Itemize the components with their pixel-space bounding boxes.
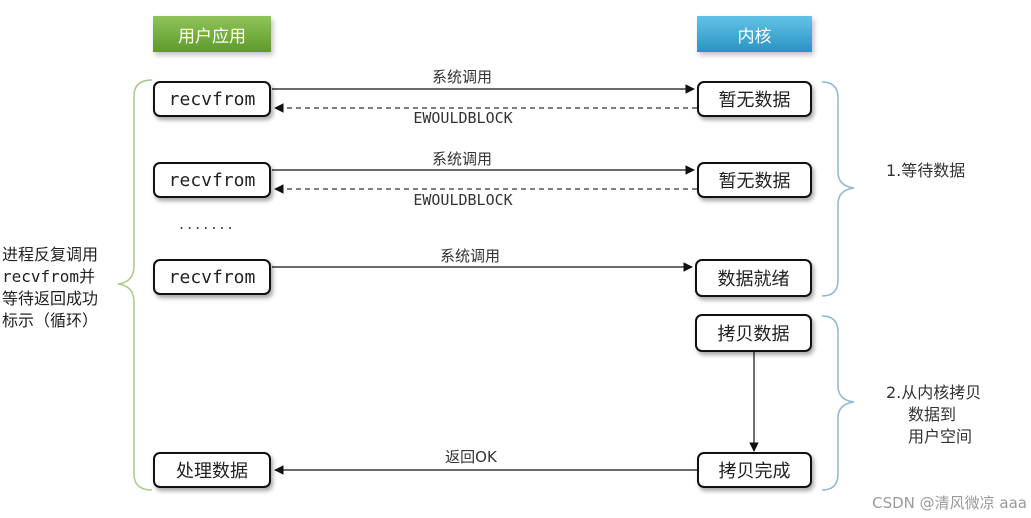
loop-note-line3: 等待返回成功 bbox=[2, 289, 99, 308]
recvfrom-box-3: recvfrom bbox=[153, 259, 271, 295]
phase2-line2: 数据到 bbox=[908, 405, 957, 424]
phase1-note: 1.等待数据 bbox=[886, 161, 966, 180]
loop-note: 进程反复调用 recvfrom并 等待返回成功 标示（循环） bbox=[2, 244, 98, 332]
ewouldblock-label-2: EWOULDBLOCK bbox=[413, 191, 513, 209]
syscall-label-2: 系统调用 bbox=[431, 150, 493, 168]
no-data-box-1: 暂无数据 bbox=[697, 81, 812, 117]
no-data-box-2: 暂无数据 bbox=[697, 162, 812, 198]
syscall-label-3: 系统调用 bbox=[439, 247, 501, 265]
phase2-bracket bbox=[821, 315, 855, 491]
loop-note-recvfrom: recvfrom bbox=[2, 267, 80, 286]
loop-note-line2: recvfrom并 bbox=[2, 266, 98, 288]
watermark: CSDN @清风微凉 aaa bbox=[872, 494, 1027, 512]
recvfrom-box-1: recvfrom bbox=[153, 81, 271, 117]
phase1-bracket bbox=[821, 81, 855, 297]
return-ok-label: 返回OK bbox=[445, 448, 497, 466]
user-app-header: 用户应用 bbox=[153, 16, 271, 52]
copy-data-box: 拷贝数据 bbox=[695, 314, 812, 352]
syscall-label-1: 系统调用 bbox=[431, 68, 493, 86]
process-data-box: 处理数据 bbox=[153, 452, 271, 488]
recvfrom-box-2: recvfrom bbox=[153, 162, 271, 198]
loop-note-and: 并 bbox=[79, 267, 96, 286]
kernel-header: 内核 bbox=[697, 16, 812, 52]
ellipsis: ....... bbox=[179, 214, 236, 233]
left-bracket bbox=[117, 79, 153, 491]
ewouldblock-label-1: EWOULDBLOCK bbox=[413, 109, 513, 127]
phase2-note: 2.从内核拷贝 数据到 用户空间 bbox=[886, 382, 981, 448]
copy-done-box: 拷贝完成 bbox=[697, 452, 812, 488]
phase2-line1: 2.从内核拷贝 bbox=[886, 383, 982, 402]
phase2-line3: 用户空间 bbox=[908, 427, 973, 446]
loop-note-line4: 标示（循环） bbox=[2, 311, 99, 330]
data-ready-box: 数据就绪 bbox=[695, 259, 812, 297]
loop-note-line1: 进程反复调用 bbox=[2, 245, 99, 264]
